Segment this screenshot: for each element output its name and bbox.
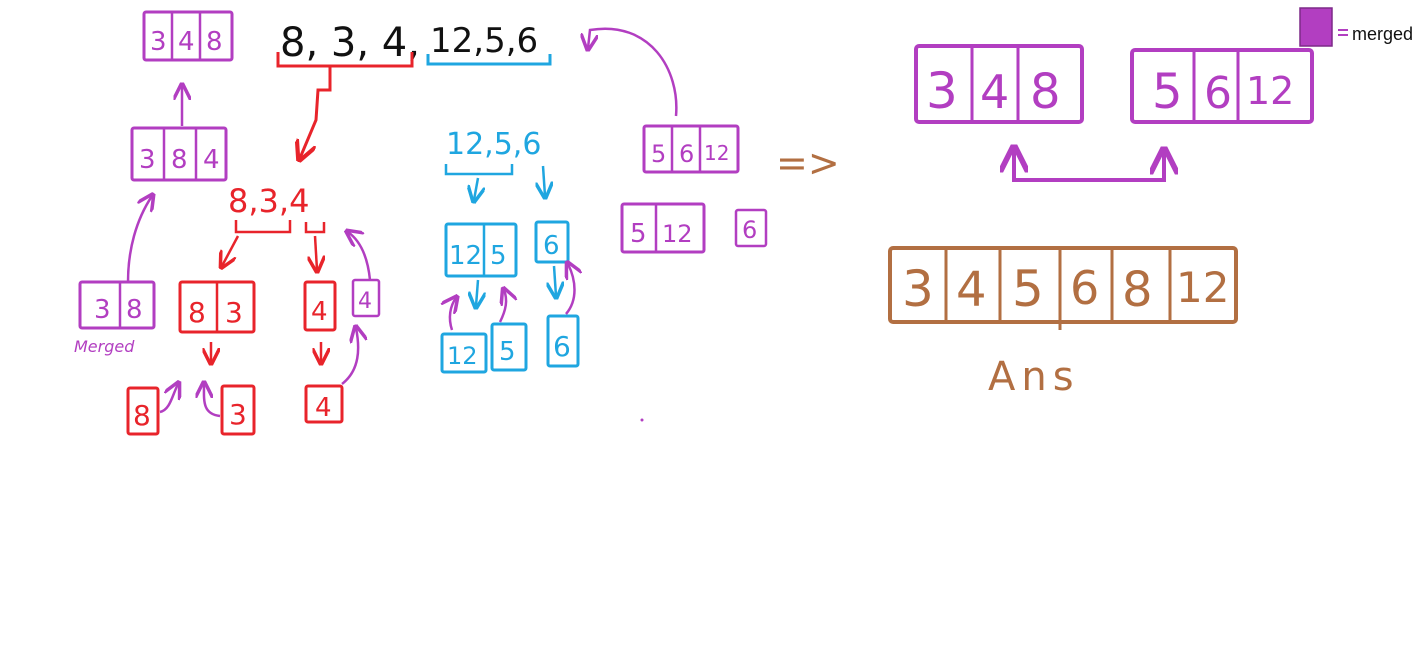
red-leaf-4: 4	[304, 384, 344, 424]
right-split-list: 12,5,6	[446, 127, 541, 162]
final-left-cell-0: 3	[926, 62, 958, 120]
blue-leaf-5: 5	[490, 322, 528, 372]
answer-cell-5: 12	[1176, 263, 1229, 312]
purple-arrow-leaf12-up	[450, 298, 456, 331]
right-split: 12,5,6 12 5 6 12 5 6	[440, 127, 580, 374]
answer-cell-3: 6	[1070, 261, 1099, 315]
purple-38-caption: Merged	[74, 337, 135, 356]
blue-arrow-to-pair	[474, 177, 478, 200]
blue-single-cell-0: 6	[543, 231, 560, 261]
purple-arrow-4-up	[348, 232, 372, 281]
answer-cell-0: 3	[902, 260, 934, 318]
blue-arrow-pair-down	[476, 279, 478, 306]
final-left-cell-2: 8	[1030, 64, 1061, 120]
answer-label: Ans	[988, 354, 1080, 400]
purple-arrow-5612-to-input	[588, 27, 678, 117]
purple-6-cell-0: 6	[742, 216, 757, 244]
purple-384-cell-2: 4	[203, 145, 220, 175]
purple-box-38: 3 8	[78, 280, 156, 330]
legend-swatch	[1299, 7, 1333, 47]
purple-left-merges: 3 8 Merged 4 3 8 4 3 4 8	[74, 10, 381, 418]
red-leaf-3: 3	[220, 384, 256, 436]
final-right-cell-0: 5	[1152, 64, 1183, 120]
red-bracket-input	[276, 52, 414, 68]
blue-pair-cell-0: 12	[449, 241, 482, 271]
blue-leaf-5-value: 5	[499, 337, 516, 367]
blue-arrow-to-single	[543, 165, 545, 196]
purple-348-top-cell-2: 8	[206, 27, 223, 57]
final-left-cell-1: 4	[980, 65, 1009, 119]
blue-leaf-6: 6	[546, 314, 580, 368]
answer-array: 3 4 5 6 8 12	[888, 246, 1238, 330]
purple-384-cell-0: 3	[139, 145, 156, 175]
purple-arrow-leaf4-up	[341, 328, 358, 385]
red-box-pair: 8 3	[178, 280, 256, 334]
red-box-single: 4	[303, 280, 337, 332]
red-leaf-8-value: 8	[133, 399, 151, 432]
purple-512-cell-0: 5	[630, 219, 647, 249]
red-leaf-3-value: 3	[229, 398, 247, 431]
red-arrow-to-left-split	[300, 66, 332, 158]
purple-arrow-leaf6-up	[566, 264, 575, 315]
purple-box-512: 5 12	[620, 202, 706, 254]
purple-348-top-cell-1: 4	[178, 27, 195, 57]
purple-box-5612: 5 6 12	[642, 124, 740, 174]
red-leaf-8: 8	[126, 386, 160, 436]
legend-label: merged	[1352, 24, 1413, 44]
left-split: 8,3,4 8 3 4 8 3 4	[126, 182, 344, 436]
purple-box-6: 6	[734, 208, 768, 248]
blue-leaf-12: 12	[440, 332, 488, 374]
blue-pair-cell-1: 5	[490, 241, 507, 271]
final-left-box: 3 4 8	[914, 44, 1084, 124]
legend: merged	[1299, 7, 1413, 47]
blue-bracket-pair	[444, 164, 514, 176]
final-right-cell-1: 6	[1204, 68, 1232, 119]
purple-4-cell-0: 4	[358, 289, 372, 314]
answer-cell-4: 8	[1122, 262, 1153, 318]
red-bracket-single	[304, 222, 326, 234]
implies-arrow: =>	[776, 141, 840, 185]
purple-5612-cell-2: 12	[704, 141, 729, 165]
blue-box-pair: 12 5	[444, 222, 518, 278]
input-list: 8, 3, 4, 12,5,6	[276, 20, 552, 158]
purple-box-4: 4	[351, 278, 381, 318]
purple-38-cell-0: 3	[94, 295, 111, 325]
purple-384-cell-1: 8	[171, 145, 188, 175]
red-bracket-pair	[234, 220, 292, 234]
red-arrow-to-single	[315, 235, 317, 270]
purple-arrow-leaf3-up	[204, 384, 221, 418]
input-left-part: 8, 3, 4,	[280, 20, 420, 66]
purple-box-384: 3 8 4	[130, 126, 228, 182]
final-merge-connector	[1014, 150, 1164, 182]
red-pair-cell-0: 8	[188, 296, 206, 329]
final-right-cell-2: 12	[1246, 69, 1294, 113]
red-leaf-4-value: 4	[315, 393, 332, 423]
purple-512-cell-1: 12	[662, 220, 693, 248]
blue-leaf-6-value: 6	[553, 330, 571, 363]
answer-cell-2: 5	[1012, 260, 1044, 318]
blue-arrow-single-down	[554, 265, 556, 296]
purple-348-top-cell-0: 3	[150, 27, 167, 57]
stray-dot	[640, 418, 644, 422]
purple-5612-cell-0: 5	[651, 140, 666, 168]
red-single-cell-0: 4	[311, 297, 328, 327]
blue-bracket-input	[426, 54, 552, 66]
input-right-part: 12,5,6	[430, 21, 538, 61]
answer-cell-1: 4	[956, 262, 987, 318]
purple-arrow-leaf5-up	[498, 290, 506, 323]
red-pair-cell-1: 3	[225, 296, 243, 329]
final-merge: 3 4 8 5 6 12	[914, 44, 1314, 182]
left-split-list: 8,3,4	[228, 182, 309, 220]
blue-leaf-12-value: 12	[447, 342, 478, 370]
blue-box-single: 6	[534, 220, 570, 264]
purple-box-348-top: 3 4 8	[142, 10, 234, 62]
purple-38-cell-1: 8	[126, 295, 143, 325]
purple-arrow-leaf8-up	[159, 384, 178, 414]
red-arrow-to-pair	[222, 235, 240, 266]
final-right-box: 5 6 12	[1130, 48, 1314, 124]
purple-5612-cell-1: 6	[679, 140, 694, 168]
purple-right-merges: 5 12 6 5 6 12	[588, 27, 768, 254]
purple-arrow-38-up	[126, 196, 152, 283]
